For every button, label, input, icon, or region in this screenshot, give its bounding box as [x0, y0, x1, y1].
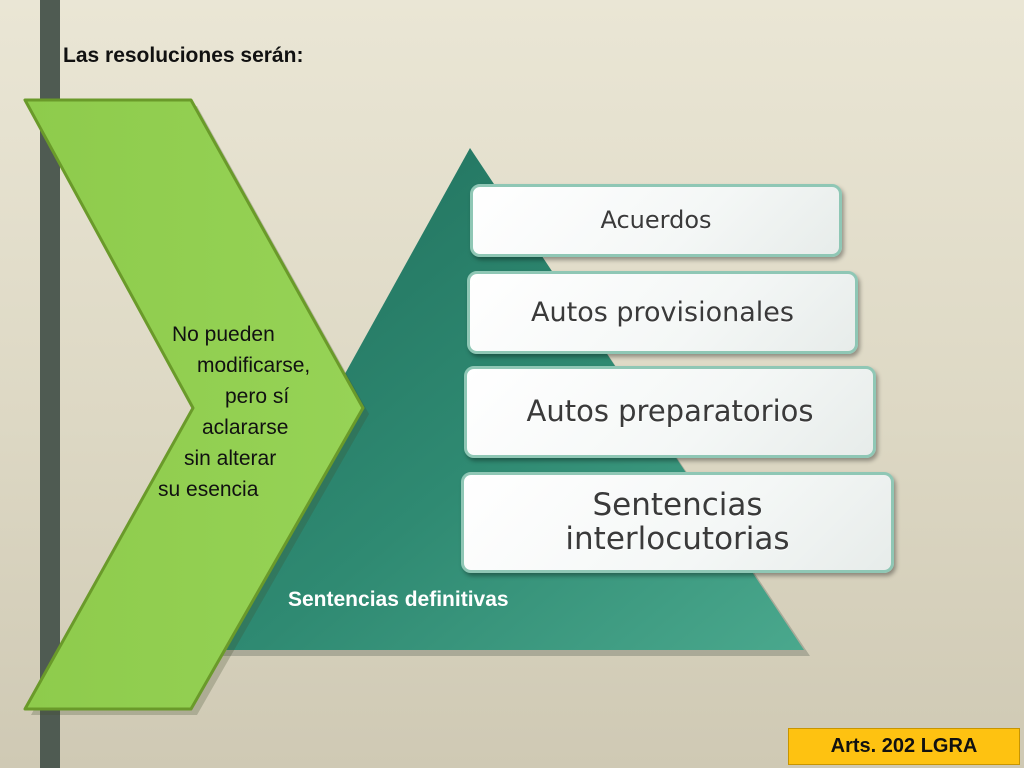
chevron-line: aclararse: [202, 416, 289, 439]
pyramid-level-label: Autos provisionales: [531, 296, 794, 328]
chevron-line: su esencia: [158, 478, 259, 501]
pyramid-level-autos-preparatorios: Autos preparatorios: [464, 366, 876, 458]
pyramid-base-label: Sentencias definitivas: [288, 588, 509, 611]
pyramid-level-label: Acuerdos: [600, 205, 712, 234]
chevron-line: No pueden: [172, 323, 275, 346]
chevron-line: sin alterar: [184, 447, 277, 470]
chevron-shape: [23, 98, 365, 711]
pyramid-level-label: Autos preparatorios: [526, 394, 814, 429]
pyramid-level-autos-provisionales: Autos provisionales: [467, 271, 858, 354]
chevron-line: modificarse,: [197, 354, 311, 377]
chevron-line: pero sí: [225, 385, 290, 408]
left-accent-bar: [40, 0, 60, 768]
slide-title: Las resoluciones serán:: [63, 44, 304, 67]
chevron-text: No pueden modificarse, pero sí aclararse…: [142, 319, 342, 505]
pyramid-level-acuerdos: Acuerdos: [470, 184, 842, 257]
reference-badge: Arts. 202 LGRA: [788, 728, 1020, 765]
pyramid-level-label: Sentencias interlocutorias: [565, 487, 790, 557]
pyramid-level-sentencias-interlocutorias: Sentencias interlocutorias: [461, 472, 894, 573]
reference-label: Arts. 202 LGRA: [830, 735, 978, 757]
